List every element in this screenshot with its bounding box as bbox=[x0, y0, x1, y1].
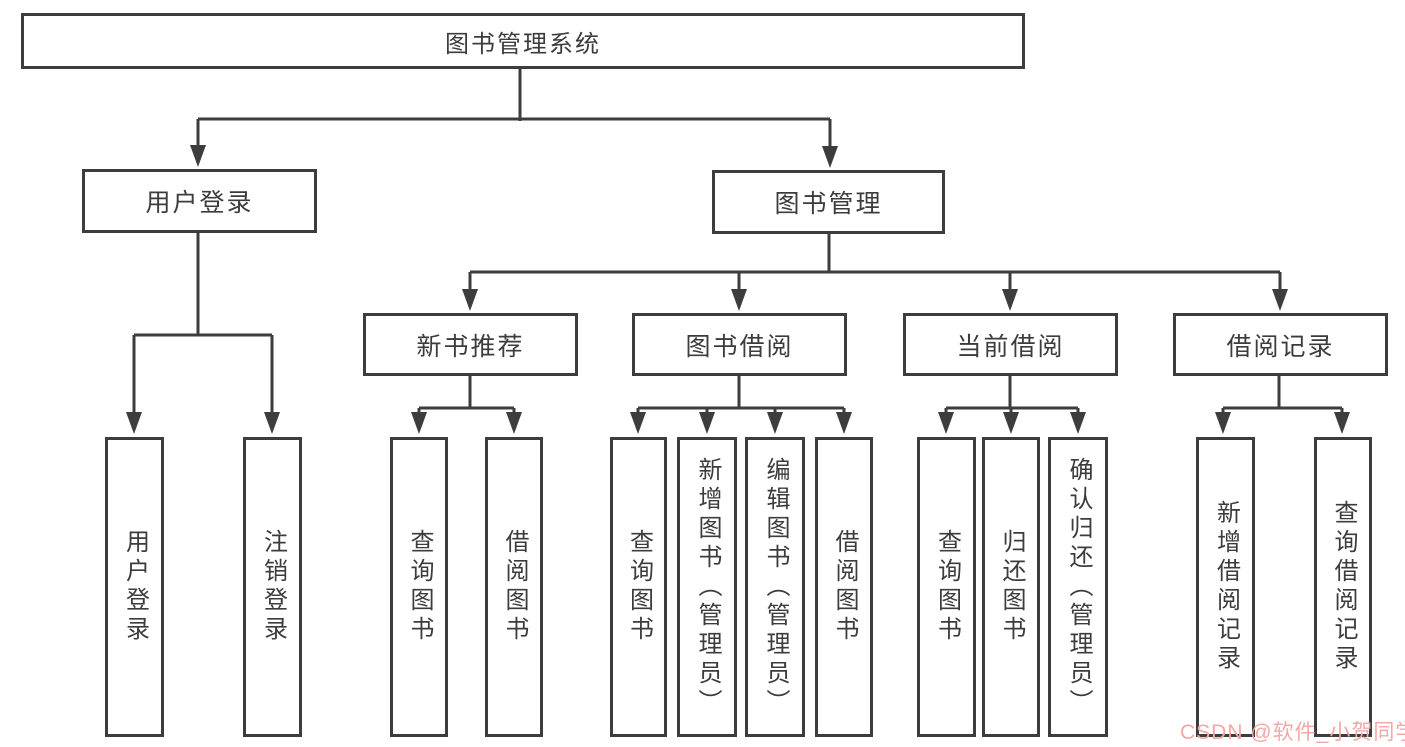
node-book-management: 图书管理 bbox=[712, 170, 945, 234]
leaf-query-books-1: 查询图书 bbox=[390, 437, 448, 737]
leaf-user-login: 用户登录 bbox=[105, 437, 164, 737]
node-label: 归还图书 bbox=[998, 529, 1025, 645]
leaf-query-books-3: 查询图书 bbox=[917, 437, 976, 737]
leaf-add-book-admin: 新增图书（管理员） bbox=[677, 437, 737, 737]
node-label: 查询借阅记录 bbox=[1330, 500, 1357, 674]
node-label: 借阅图书 bbox=[831, 529, 858, 645]
leaf-query-borrow-record: 查询借阅记录 bbox=[1314, 437, 1372, 737]
node-label: 图书管理系统 bbox=[445, 30, 601, 58]
node-label: 借阅图书 bbox=[501, 529, 528, 645]
node-root: 图书管理系统 bbox=[21, 13, 1025, 69]
leaf-edit-book-admin: 编辑图书（管理员） bbox=[745, 437, 805, 737]
leaf-return-book: 归还图书 bbox=[982, 437, 1040, 737]
node-borrow-records: 借阅记录 bbox=[1173, 313, 1388, 376]
node-label: 当前借阅 bbox=[956, 332, 1065, 361]
node-label: 图书管理 bbox=[774, 190, 883, 218]
node-book-borrow: 图书借阅 bbox=[632, 313, 847, 376]
node-label: 新增图书（管理员） bbox=[694, 456, 721, 718]
node-label: 查询图书 bbox=[625, 529, 653, 645]
node-current-borrow: 当前借阅 bbox=[903, 313, 1118, 376]
arrowheads bbox=[126, 145, 1350, 434]
node-label: 图书借阅 bbox=[685, 332, 794, 361]
node-user-login: 用户登录 bbox=[82, 169, 317, 233]
leaf-borrow-books-2: 借阅图书 bbox=[815, 437, 873, 737]
leaf-borrow-books-1: 借阅图书 bbox=[485, 437, 543, 737]
node-label: 新增借阅记录 bbox=[1212, 500, 1240, 674]
node-label: 编辑图书（管理员） bbox=[762, 456, 789, 718]
node-label: 借阅记录 bbox=[1226, 332, 1335, 361]
node-label: 注销登录 bbox=[259, 529, 287, 645]
watermark: CSDN @软件_小贺同学 bbox=[1180, 721, 1405, 744]
node-label: 查询图书 bbox=[933, 529, 961, 645]
node-label: 确认归还（管理员） bbox=[1065, 456, 1092, 718]
node-label: 用户登录 bbox=[145, 189, 254, 217]
node-label: 新书推荐 bbox=[416, 332, 525, 361]
leaf-add-borrow-record: 新增借阅记录 bbox=[1196, 437, 1255, 737]
leaf-logout: 注销登录 bbox=[243, 437, 302, 737]
node-label: 查询图书 bbox=[406, 529, 433, 645]
node-new-book-recommend: 新书推荐 bbox=[363, 313, 578, 376]
leaf-query-books-2: 查询图书 bbox=[610, 437, 667, 737]
leaf-confirm-return-admin: 确认归还（管理员） bbox=[1048, 437, 1108, 737]
node-label: 用户登录 bbox=[121, 529, 149, 645]
